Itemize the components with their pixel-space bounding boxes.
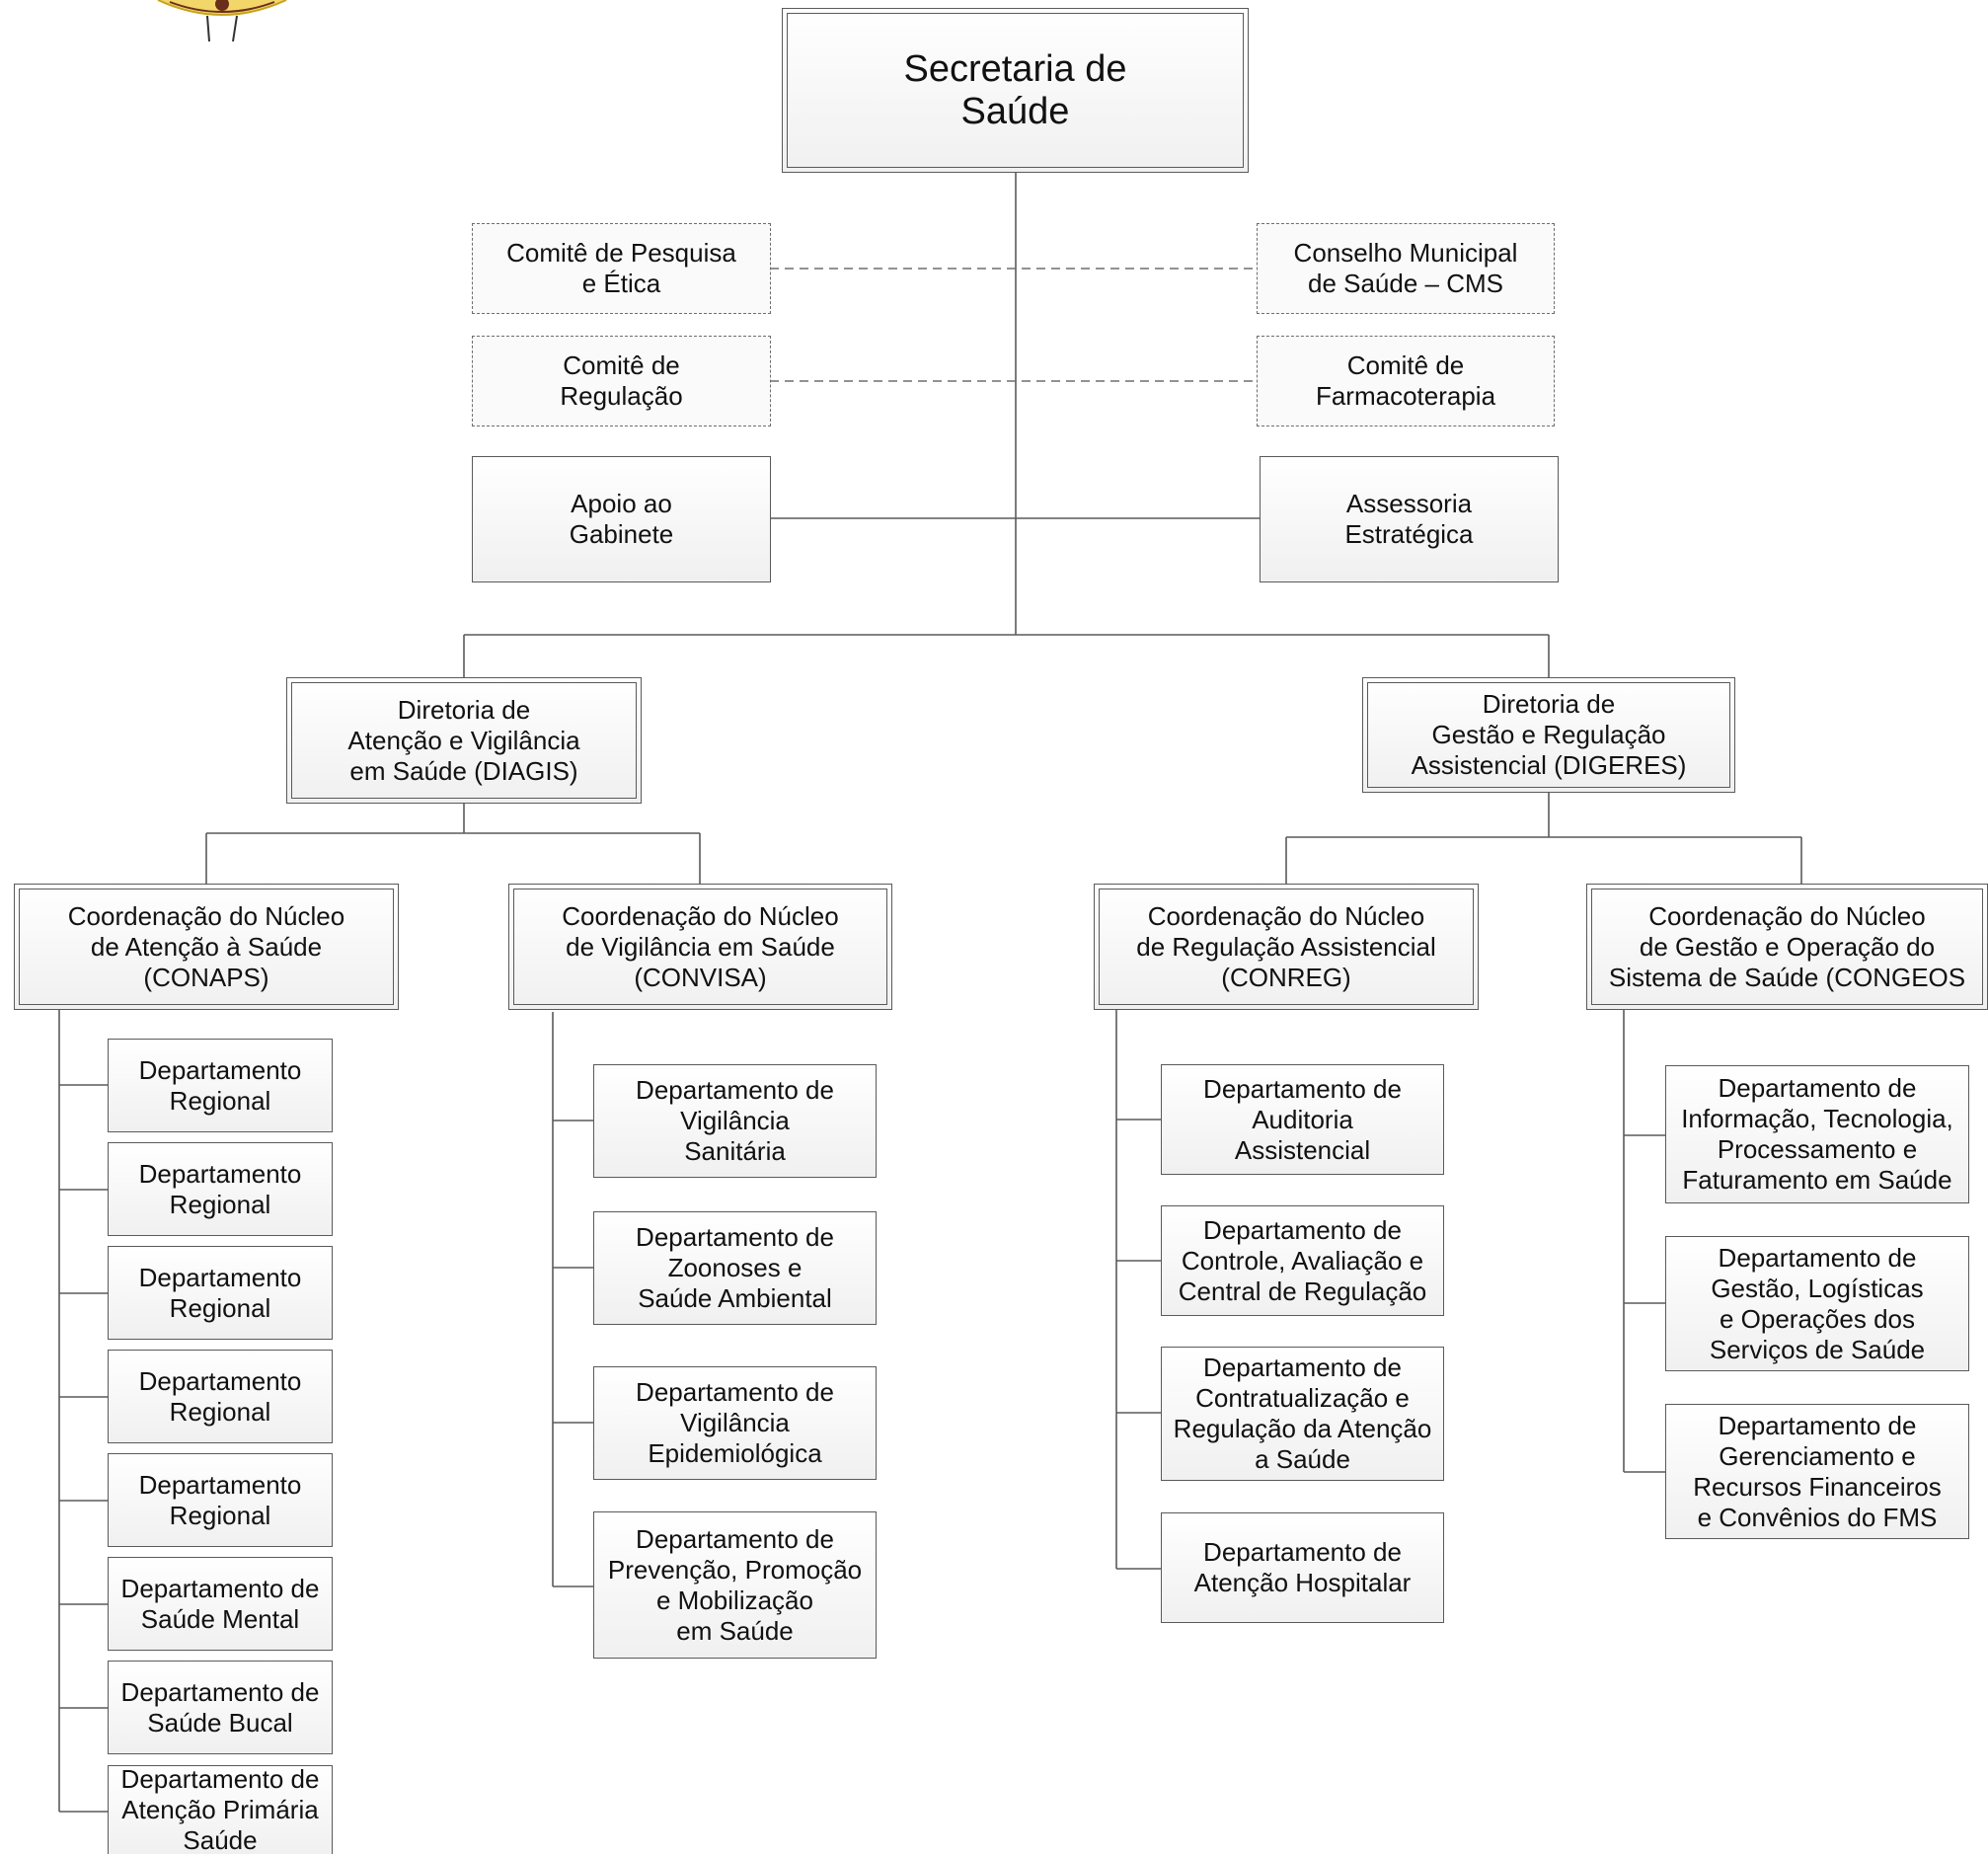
comite-farmaco-box: Comitê de Farmacoterapia (1257, 336, 1555, 426)
root-label: Secretaria de Saúde (903, 47, 1127, 132)
congeos-dept: Departamento de Gerenciamento e Recursos… (1665, 1404, 1969, 1539)
conreg-dept: Departamento de Contratualização e Regul… (1161, 1347, 1444, 1481)
conselho-box: Conselho Municipal de Saúde – CMS (1257, 223, 1555, 314)
conaps-box: Coordenação do Núcleo de Atenção à Saúde… (14, 884, 399, 1010)
conaps-dept: Departamento Regional (108, 1039, 333, 1132)
comite-pesquisa-box: Comitê de Pesquisa e Ética (472, 223, 771, 314)
conreg-dept: Departamento de Auditoria Assistencial (1161, 1064, 1444, 1175)
conaps-dept: Departamento Regional (108, 1350, 333, 1443)
convisa-dept: Departamento de Vigilância Sanitária (593, 1064, 877, 1178)
diagis-box: Diretoria de Atenção e Vigilância em Saú… (286, 677, 642, 804)
congeos-box: Coordenação do Núcleo de Gestão e Operaç… (1586, 884, 1988, 1010)
root-box: Secretaria de Saúde (782, 8, 1249, 173)
congeos-dept: Departamento de Gestão, Logísticas e Ope… (1665, 1236, 1969, 1371)
conaps-dept: Departamento Regional (108, 1142, 333, 1236)
convisa-dept: Departamento de Zoonoses e Saúde Ambient… (593, 1211, 877, 1325)
assessoria-box: Assessoria Estratégica (1260, 456, 1559, 582)
apoio-box: Apoio ao Gabinete (472, 456, 771, 582)
conreg-dept: Departamento de Controle, Avaliação e Ce… (1161, 1205, 1444, 1316)
convisa-dept: Departamento de Vigilância Epidemiológic… (593, 1366, 877, 1480)
convisa-box: Coordenação do Núcleo de Vigilância em S… (508, 884, 892, 1010)
convisa-dept: Departamento de Prevenção, Promoção e Mo… (593, 1511, 877, 1659)
conreg-dept: Departamento de Atenção Hospitalar (1161, 1512, 1444, 1623)
municipal-emblem-icon (157, 0, 287, 42)
comite-regulacao-box: Comitê de Regulação (472, 336, 771, 426)
congeos-dept: Departamento de Informação, Tecnologia, … (1665, 1065, 1969, 1203)
digeres-box: Diretoria de Gestão e Regulação Assisten… (1362, 677, 1735, 793)
conaps-dept: Departamento Regional (108, 1246, 333, 1340)
conaps-dept: Departamento de Atenção Primária Saúde (108, 1764, 333, 1855)
conaps-dept: Departamento Regional (108, 1453, 333, 1547)
conaps-dept: Departamento de Saúde Bucal (108, 1661, 333, 1754)
conaps-dept: Departamento de Saúde Mental (108, 1557, 333, 1651)
conreg-box: Coordenação do Núcleo de Regulação Assis… (1094, 884, 1479, 1010)
